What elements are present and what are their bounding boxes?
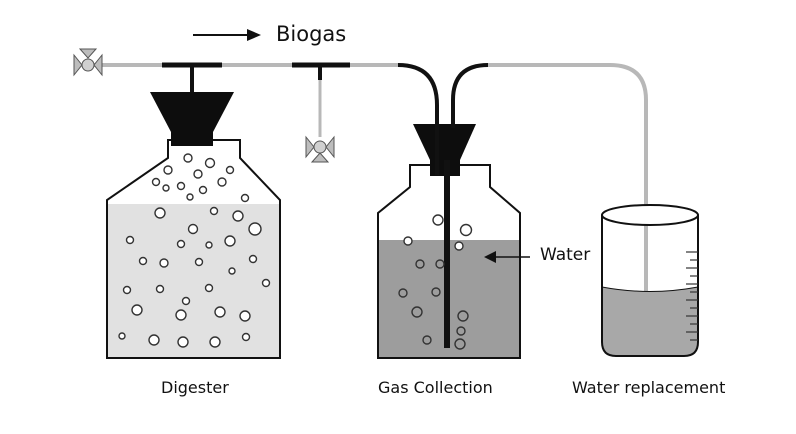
water-replacement-label: Water replacement <box>572 378 726 397</box>
gas-pipe-main <box>92 62 398 137</box>
digester-bubbles <box>118 153 271 348</box>
measuring-cylinder <box>601 204 699 357</box>
valve-icon[interactable] <box>73 48 103 77</box>
digester-stopper <box>150 92 234 146</box>
arrow-right-icon <box>193 29 261 41</box>
digester-label: Digester <box>161 378 229 397</box>
biogas-label: Biogas <box>276 22 347 46</box>
gas-collection-label: Gas Collection <box>378 378 493 397</box>
gas-collection-bubbles <box>403 214 473 251</box>
replacement-tube <box>488 63 648 312</box>
valve-icon[interactable] <box>305 135 335 163</box>
water-label: Water <box>540 245 591 265</box>
gas-collection-bubbles-submerged <box>398 259 469 350</box>
arrow-left-icon <box>484 251 530 263</box>
gas-collection-tubes <box>397 63 489 348</box>
